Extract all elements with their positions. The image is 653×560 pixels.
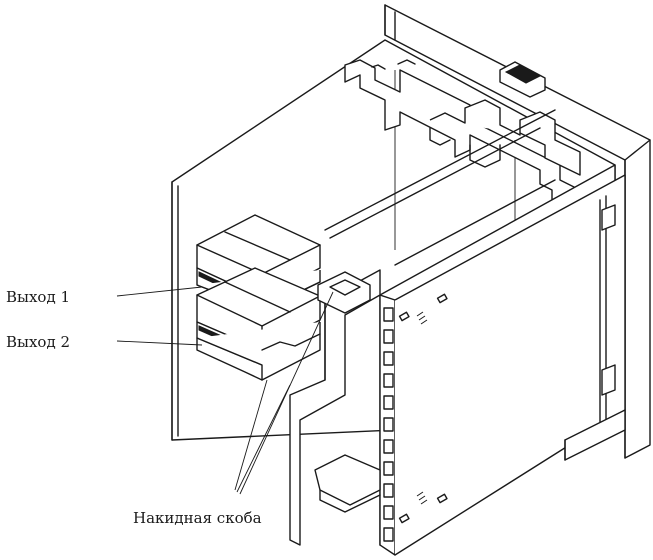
- circuit-board: [379, 164, 626, 556]
- leader-output-1: [116, 286, 203, 297]
- leader-clip-c: [239, 291, 334, 495]
- retaining-clip: [317, 271, 371, 314]
- terminal-pads: [383, 307, 394, 542]
- top-frame: [344, 59, 601, 216]
- board-holder: [289, 269, 381, 546]
- leader-output-2: [116, 340, 203, 346]
- leader-clip-b: [236, 384, 291, 493]
- label-output-2: Выход 2: [6, 333, 70, 351]
- label-output-1: Выход 1: [6, 288, 70, 306]
- label-clip: Накидная скоба: [133, 509, 262, 527]
- output-module-2: [196, 267, 321, 381]
- board-components: [398, 293, 448, 524]
- leader-lines: [116, 286, 334, 495]
- leader-clip-a: [234, 379, 268, 491]
- frame-edges: [324, 109, 556, 266]
